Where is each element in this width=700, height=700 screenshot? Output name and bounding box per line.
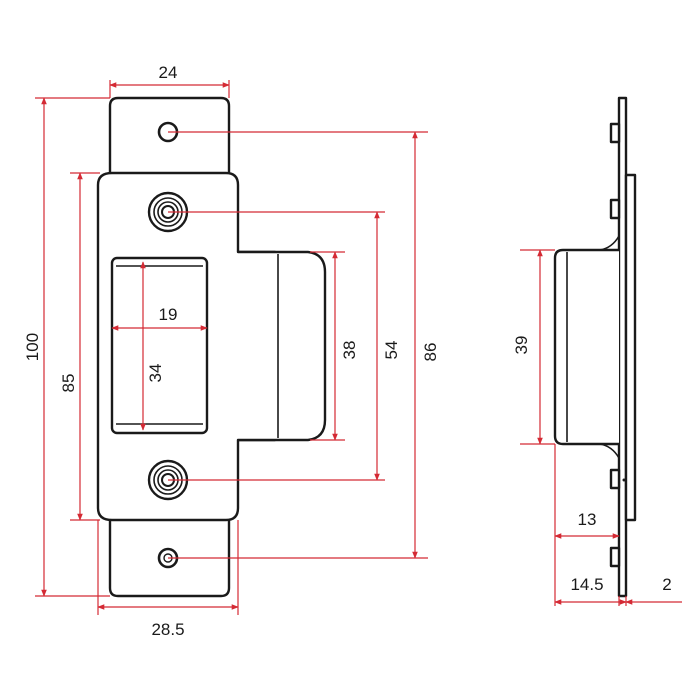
side-dimension-lines: [537, 249, 682, 605]
side-lip-bend-bottom: [599, 443, 620, 459]
dim-label-plate-thickness: 2: [662, 575, 671, 594]
side-lip: [553, 248, 619, 446]
dim-label-screw-spacing: 54: [382, 341, 401, 360]
side-screw-head-4: [609, 546, 621, 568]
latch-opening: [110, 256, 209, 435]
dim-label-opening-width: 19: [159, 305, 178, 324]
dim-label-overall-depth: 14.5: [570, 575, 603, 594]
side-view: 39 13 14.5 2: [512, 96, 682, 606]
strike-lip: [238, 250, 327, 442]
dim-label-opening-height: 34: [146, 364, 165, 383]
side-pin-dot: [622, 478, 626, 482]
side-screw-head-1: [609, 122, 621, 144]
front-dimension-lines: [41, 82, 418, 610]
dim-label-plate-height: 85: [59, 374, 78, 393]
side-lip-bend-top: [599, 235, 620, 251]
dim-label-overall-height: 100: [23, 333, 42, 361]
dim-label-top-tab-width: 24: [159, 63, 178, 82]
dim-label-mount-hole-spacing: 86: [421, 343, 440, 362]
dim-label-lip-depth: 13: [578, 510, 597, 529]
side-flange-upper: [624, 173, 637, 522]
front-view: 24 100 85 19 34 38 54 86 28.5: [23, 63, 440, 639]
dim-label-plate-width: 28.5: [151, 620, 184, 639]
front-extension-lines: [35, 80, 428, 615]
dim-label-lip-height: 38: [340, 341, 359, 360]
dim-label-side-lip-height: 39: [512, 336, 531, 355]
side-screw-head-2: [609, 198, 621, 220]
side-screw-head-3: [609, 468, 621, 490]
